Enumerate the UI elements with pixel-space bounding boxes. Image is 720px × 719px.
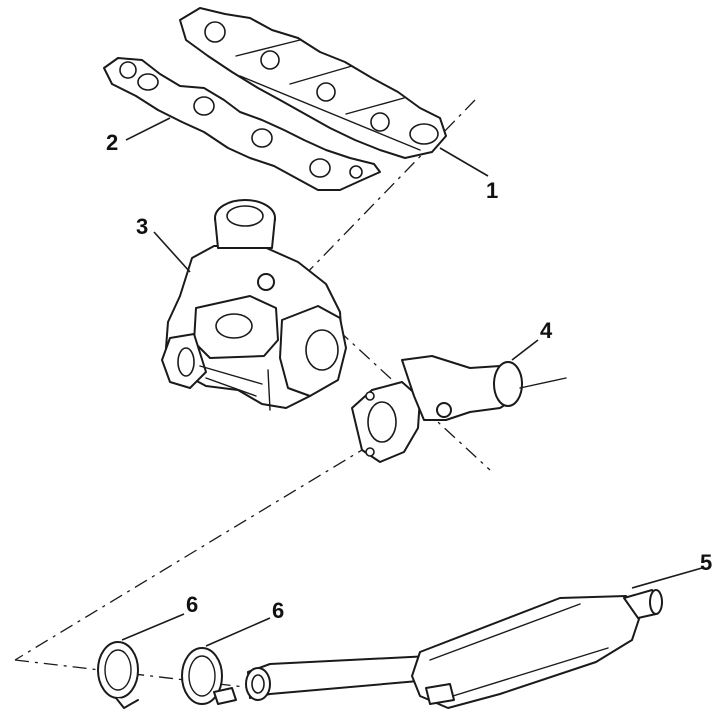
leader-lines bbox=[121, 117, 703, 647]
callout-1: 1 bbox=[486, 178, 498, 203]
clamp-left bbox=[97, 641, 139, 709]
exhaust-manifold bbox=[179, 7, 447, 159]
callout-5: 5 bbox=[700, 550, 712, 575]
turbocharger bbox=[161, 199, 347, 411]
alignment-axes bbox=[14, 99, 491, 691]
clamp-right bbox=[181, 647, 237, 705]
axis-clamps bbox=[14, 659, 271, 691]
axis-manifold-turbo bbox=[299, 99, 476, 281]
axis-turbo-downpipe bbox=[337, 329, 491, 471]
muffler-assembly bbox=[245, 589, 663, 709]
axis-downpipe-exhaust bbox=[14, 429, 396, 661]
callout-2: 2 bbox=[106, 130, 118, 155]
callout-labels: 1 2 3 4 5 6 6 bbox=[106, 130, 712, 623]
callout-3: 3 bbox=[136, 214, 148, 239]
callout-4: 4 bbox=[540, 318, 553, 343]
callout-6a: 6 bbox=[186, 592, 198, 617]
callout-6b: 6 bbox=[272, 598, 284, 623]
downpipe bbox=[351, 355, 567, 463]
manifold-gasket bbox=[103, 57, 381, 191]
